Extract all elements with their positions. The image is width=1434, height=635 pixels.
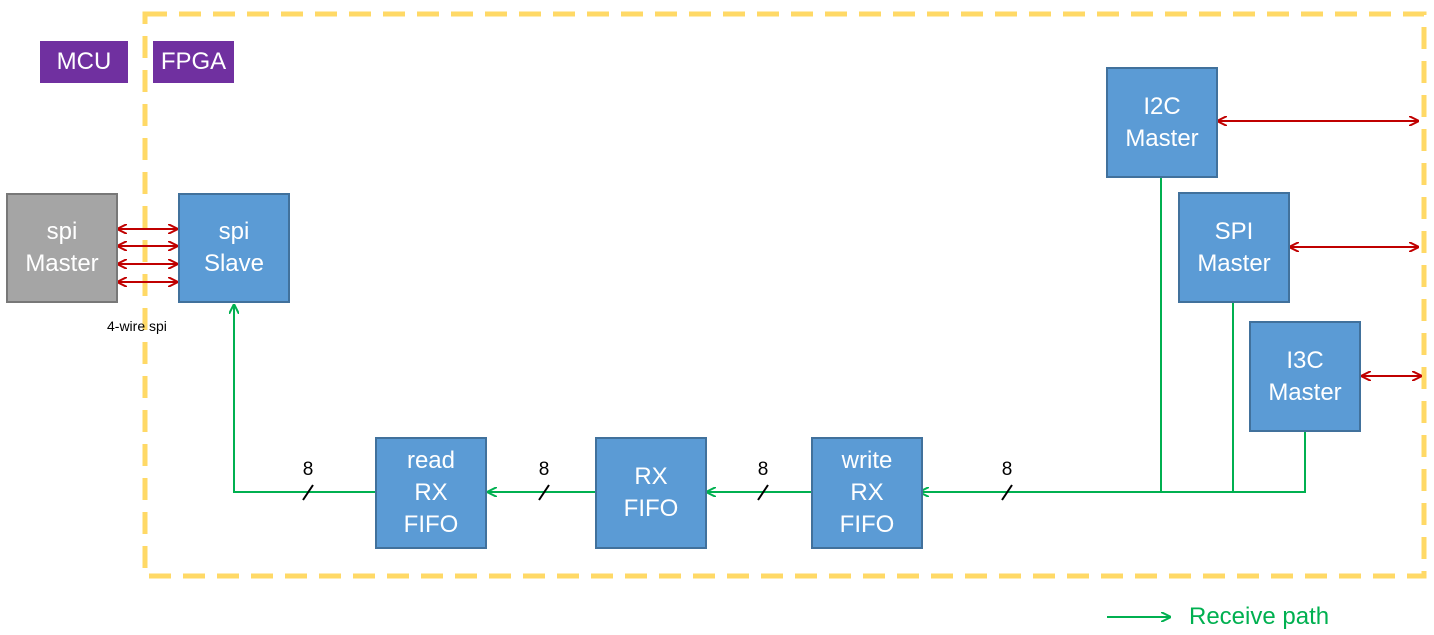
write-rx-fifo-line1: write xyxy=(841,447,893,474)
spi-master-fpga-block: SPI Master xyxy=(1178,192,1290,303)
bus-slash xyxy=(302,484,314,501)
bus-slash xyxy=(1001,484,1013,501)
write-rx-fifo-line2: RX xyxy=(850,479,884,506)
legend-receive-label: Receive path xyxy=(1189,603,1330,630)
spi-bus-lines xyxy=(118,229,177,282)
four-wire-label: 4-wire spi xyxy=(107,318,167,334)
rx-fifo-line1: RX xyxy=(634,463,668,490)
bus-width-slashes xyxy=(302,484,1013,501)
bus-width-label: 8 xyxy=(302,459,314,480)
spi-slave-block: spi Slave xyxy=(178,193,290,303)
spi-master-block: spi Master xyxy=(6,193,118,303)
i3c-drop-line xyxy=(920,432,1306,492)
read-rx-fifo-line2: RX xyxy=(414,479,448,506)
fpga-tag: FPGA xyxy=(153,41,234,83)
i2c-master-block: I2C Master xyxy=(1106,67,1218,178)
bus-slash xyxy=(757,484,769,501)
bus-slash xyxy=(538,484,550,501)
write-rx-fifo-line3: FIFO xyxy=(839,511,895,538)
mcu-tag: MCU xyxy=(40,41,128,83)
external-buses xyxy=(1218,121,1421,376)
spi-master-fpga-line1: SPI xyxy=(1214,217,1254,245)
read-rx-fifo-line3: FIFO xyxy=(403,511,459,538)
spi-slave-line2: Slave xyxy=(203,250,265,277)
i3c-master-line1: I3C xyxy=(1286,346,1324,374)
write-rx-fifo-block: write RX FIFO xyxy=(811,437,923,549)
bus-width-label: 8 xyxy=(1001,459,1013,480)
i3c-master-line2: Master xyxy=(1268,378,1342,406)
read-rx-fifo-block: read RX FIFO xyxy=(375,437,487,549)
bus-width-label: 8 xyxy=(538,459,550,480)
read-rx-fifo-line1: read xyxy=(406,447,456,474)
bus-width-label: 8 xyxy=(757,459,769,480)
read-to-slave-arrow xyxy=(234,305,375,493)
i3c-master-block: I3C Master xyxy=(1249,321,1361,432)
receive-path xyxy=(234,178,1306,493)
i2c-master-line2: Master xyxy=(1125,124,1199,152)
rx-fifo-line2: FIFO xyxy=(623,495,679,522)
fpga-boundary xyxy=(142,11,1427,579)
spi-master-line1: spi xyxy=(46,218,78,245)
rx-fifo-block: RX FIFO xyxy=(595,437,707,549)
i2c-master-line1: I2C xyxy=(1143,92,1181,120)
spi-slave-line1: spi xyxy=(218,218,250,245)
spi-master-line2: Master xyxy=(25,250,99,277)
spi-master-fpga-line2: Master xyxy=(1197,249,1271,277)
